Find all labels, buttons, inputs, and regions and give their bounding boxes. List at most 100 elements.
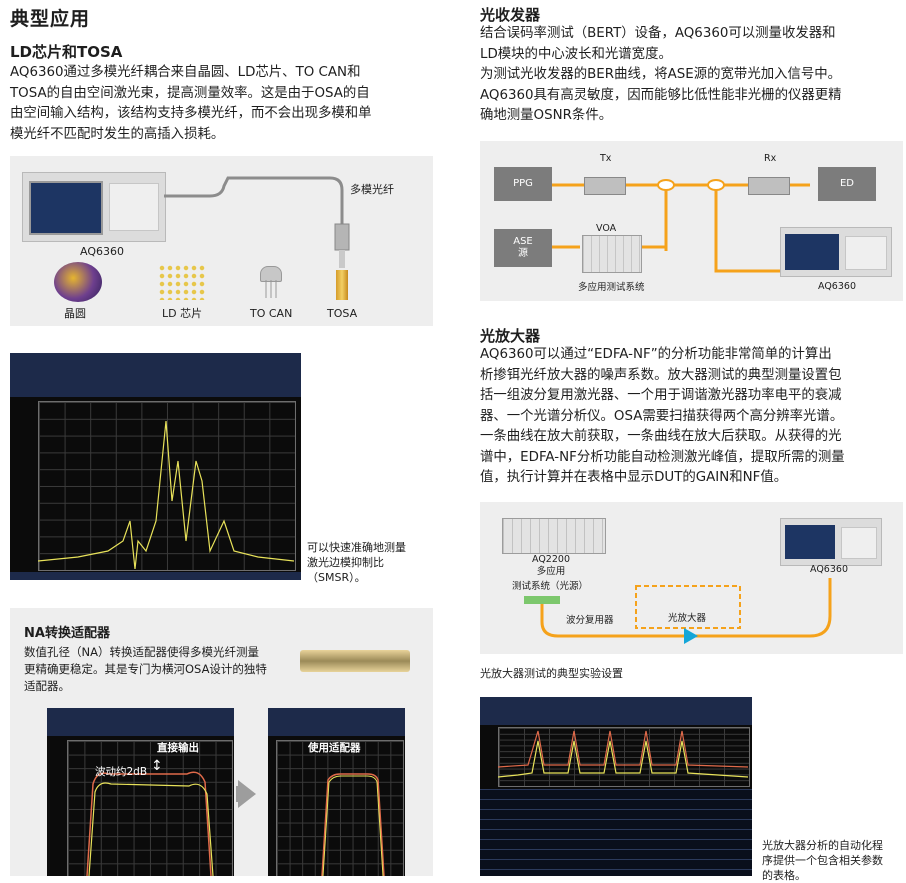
smsr-trace [38,420,294,569]
item-label-tosa: TOSA [327,307,358,320]
smsr-caption: 可以快速准确地测量 激光边模抑制比 （SMSR）。 [307,540,406,585]
screen-header [480,697,752,725]
screen-header [10,353,301,397]
rx-module-icon [748,177,790,195]
edfa-results-table [480,789,752,876]
transceiver-line: LD模块的中心波长和光谱宽度。 [480,46,672,62]
amplifier-paragraph: AQ6360可以通过“EDFA-NF”的分析功能非常简单的计算出 析掺铒光纤放大… [480,345,905,489]
amp-label: 光放大器 [668,613,707,624]
amplifier-line: AQ6360可以通过“EDFA-NF”的分析功能非常简单的计算出 [480,347,832,362]
fiber-label: 多模光纤 [350,183,394,196]
edfa-screen [480,697,752,876]
transceiver-line: 确地测量OSNR条件。 [480,108,613,123]
smsr-caption-line: （SMSR）。 [307,571,366,584]
instrument-front-panel [109,183,159,231]
direct-plot-grid [67,740,233,876]
tosa-icon [336,270,348,300]
source-label-line: AQ2200 [532,554,570,565]
smsr-screen [10,353,301,580]
direct-output-screen: 直接输出 波动约2dB ↕ [47,708,234,876]
instrument-screen [29,181,103,235]
amplifier-line: 谱中，EDFA-NF分析功能自动检测激光峰值，提取所需的测量 [480,449,845,465]
ld-line: AQ6360通过多模光纤耦合来自晶圆、LD芯片、TO CAN和 [10,65,361,80]
screen-header [268,708,405,736]
amplifier-line: 器、一个光谱分析仪。OSA需要扫描获得两个高分辨率光谱。 [480,408,844,424]
adapter-output-screen: 使用适配器 [268,708,405,876]
table-caption-line: 光放大器分析的自动化程 [762,839,883,852]
ld-line: 模光纤不匹配时发生的高插入损耗。 [10,126,225,142]
ed-box: ED [818,167,876,201]
aq6360-instrument [780,518,882,566]
to-can-leads [265,280,277,298]
tx-label: Tx [600,153,612,164]
rx-label: Rx [764,153,777,164]
section-title: 典型应用 [10,8,91,30]
voa-label: VOA [596,223,617,234]
table-caption: 光放大器分析的自动化程 序提供一个包含相关参数 的表格。 [762,838,883,883]
na-line: 更精确更稳定。其是专门为横河OSA设计的独特 [24,662,267,676]
wafer-icon [54,262,102,302]
table-caption-line: 序提供一个包含相关参数 [762,854,883,867]
na-paragraph: 数值孔径（NA）转换适配器使得多模光纤测量 更精确更稳定。其是专门为横河OSA设… [24,644,267,695]
instrument-screen [785,525,835,559]
amplifier-line: 一条曲线在放大前获取，一条曲线在放大后获取。从获得的光 [480,429,842,444]
smsr-caption-line: 激光边模抑制比 [307,556,384,569]
instrument-front-panel [845,236,887,270]
ase-source-label: 源 [518,248,528,259]
source-label-line: 多应用 [536,566,566,577]
ld-figure-panel: AQ6360 多模光纤 晶圆 LD 芯片 TO CAN TOSA [10,156,433,326]
item-label-ld-chip: LD 芯片 [162,307,203,320]
amplifier-setup-panel: AQ2200 多应用 测试系统（光源） AQ6360 波分复用器 光放大器 [480,502,903,654]
amplifier-connections [524,578,832,644]
direct-trace [86,771,214,876]
ripple-arrow-icon: ↕ [151,758,163,774]
adapter-output-label: 使用适配器 [308,742,361,754]
screen-header [47,708,234,736]
ld-heading: LD芯片和TOSA [10,43,123,61]
item-label-to-can: TO CAN [250,307,293,320]
ld-chip-icon [158,264,206,300]
aq6360-label: AQ6360 [818,281,856,292]
setup-caption: 光放大器测试的典型实验设置 [480,667,623,680]
transceiver-heading: 光收发器 [480,6,541,24]
ld-paragraph: AQ6360通过多模光纤耦合来自晶圆、LD芯片、TO CAN和 TOSA的自由空… [10,63,440,145]
transceiver-line: AQ6360具有高灵敏度，因而能够比低性能非光栅的仪器更精 [480,87,842,103]
transceiver-line: 为测试光收发器的BER曲线，将ASE源的宽带光加入信号中。 [480,67,842,82]
aq2200-system-icon [502,518,606,554]
adapter-trace [321,773,385,876]
na-heading: NA转换适配器 [24,626,110,641]
amplifier-line: 括一组波分复用激光器、一个用于调谐激光器功率电平的衰减 [480,388,842,403]
item-label-wafer: 晶圆 [64,307,86,320]
bert-connections [550,179,810,273]
na-adapter-icon [300,650,410,672]
system-label: 多应用测试系统 [578,282,645,293]
na-line: 数值孔径（NA）转换适配器使得多模光纤测量 [24,645,259,659]
transceiver-line: 结合误码率测试（BERT）设备，AQ6360可以测量收发器和 [480,26,836,41]
na-line: 适配器。 [24,679,70,693]
aq6360-instrument [780,227,892,277]
arrow-shaft [236,786,242,802]
edfa-trace [498,730,748,778]
ld-line: TOSA的自由空间激光束，提高测量效率。这是由于OSA的自 [10,85,370,101]
instrument-screen [785,234,839,270]
screen-footer [10,572,301,580]
instrument-front-panel [841,527,877,559]
direct-output-label: 直接输出 [157,742,199,754]
ppg-box: PPG [494,167,552,201]
amplifier-line: 析掺铒光纤放大器的噪声系数。放大器测试的典型测量设置包 [480,367,842,383]
source-label: AQ2200 多应用 [532,554,570,578]
right-arrow-icon [238,780,256,808]
aq6360-label: AQ6360 [810,564,848,575]
source-label-line: 测试系统（光源） [512,581,589,592]
ld-line: 由空间输入结构，该结构支持多模光纤，而不会出现多模和单 [10,106,372,121]
amplifier-heading: 光放大器 [480,327,541,345]
tx-module-icon [584,177,626,195]
transceiver-paragraph: 结合误码率测试（BERT）设备，AQ6360可以测量收发器和 LD模块的中心波长… [480,24,900,127]
na-panel: NA转换适配器 数值孔径（NA）转换适配器使得多模光纤测量 更精确更稳定。其是专… [10,608,433,876]
amplifier-line: 值，执行计算并在表格中显示DUT的GAIN和NF值。 [480,470,788,485]
fiber-cable [164,176,350,268]
multi-app-system-icon [582,235,642,273]
bert-diagram-panel: PPG ED ASE 源 Tx Rx VOA 多应用测试系统 AQ6360 [480,141,903,301]
ase-label: ASE [513,236,533,247]
ripple-label: 波动约2dB [95,766,148,778]
